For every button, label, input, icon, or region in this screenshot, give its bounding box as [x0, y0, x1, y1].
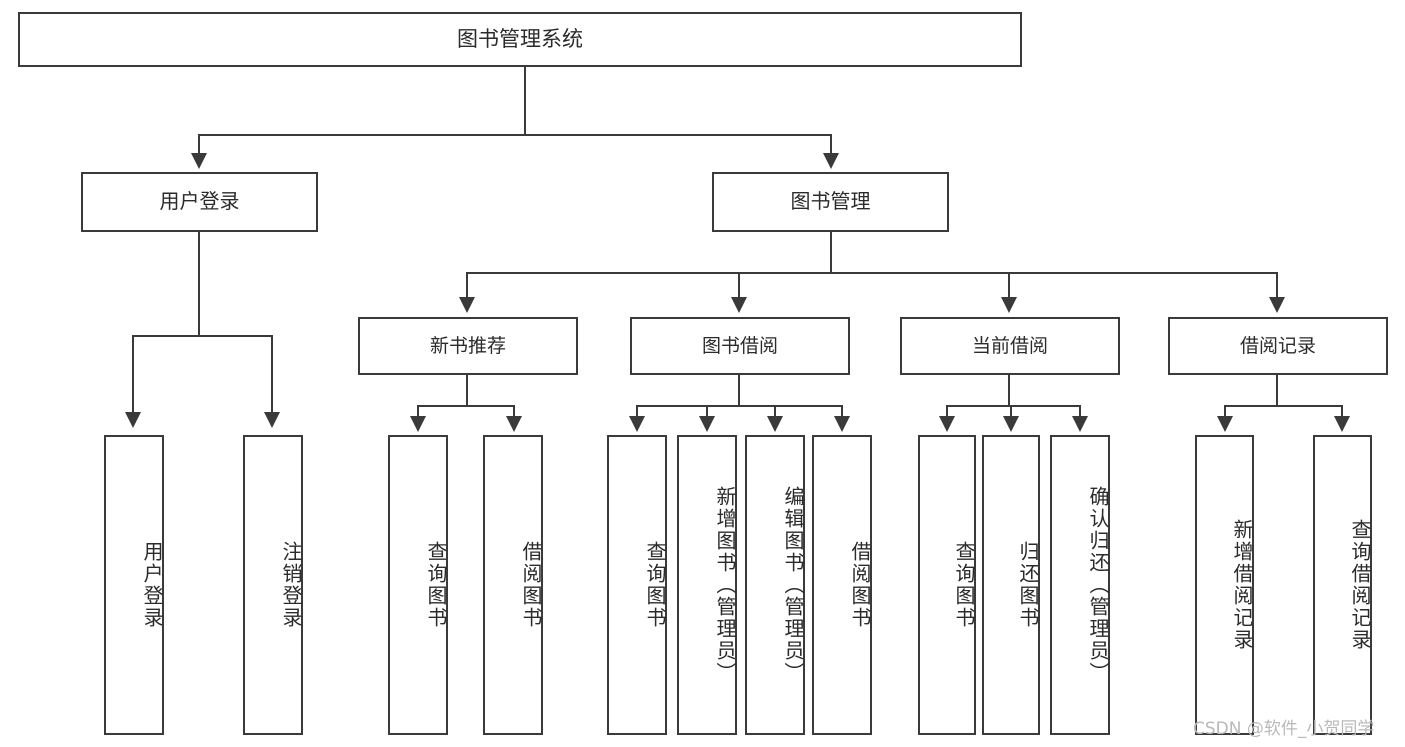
- leaf-book-borrow-4[interactable]: 借阅图书: [812, 435, 872, 735]
- connector-new-to-leaf-2: [513, 405, 515, 419]
- arrowhead-icon: [1334, 416, 1350, 432]
- leaf-user-login-2[interactable]: 注销登录: [243, 435, 303, 735]
- node-label: 图书管理系统: [457, 27, 583, 52]
- connector-record-stem: [1276, 375, 1278, 407]
- connector-record-to-leaf-1: [1224, 405, 1226, 419]
- leaf-current-borrow-2[interactable]: 归还图书: [982, 435, 1040, 735]
- node-label: 图书借阅: [701, 334, 778, 357]
- connector-login-to-leaf-1: [132, 335, 134, 415]
- arrowhead-icon: [1269, 297, 1285, 313]
- leaf-book-borrow-2[interactable]: 新增图书（管理员）: [677, 435, 737, 735]
- connector-bookmgmt-to-borrow: [738, 272, 740, 300]
- arrowhead-icon: [125, 412, 141, 428]
- leaf-current-borrow-1[interactable]: 查询图书: [918, 435, 976, 735]
- node-label: 注销登录: [279, 541, 303, 629]
- connector-root-stem: [524, 67, 526, 135]
- arrowhead-icon: [629, 416, 645, 432]
- connector-root-to-login: [198, 134, 200, 156]
- leaf-book-borrow-3[interactable]: 编辑图书（管理员）: [745, 435, 805, 735]
- node-label: 查询图书: [952, 541, 976, 629]
- connector-record-to-leaf-2: [1341, 405, 1343, 419]
- connector-current-bar: [946, 405, 1080, 407]
- node-book-management[interactable]: 图书管理: [712, 172, 949, 232]
- connector-bookmgmt-bar: [466, 272, 1278, 274]
- node-label: 图书管理: [790, 189, 871, 214]
- connector-bookmgmt-to-current: [1008, 272, 1010, 300]
- node-label: 归还图书: [1016, 541, 1040, 629]
- node-label: 新书推荐: [429, 334, 506, 357]
- node-label: 借阅图书: [848, 541, 872, 629]
- connector-borrow-to-leaf-4: [841, 405, 843, 419]
- connector-borrow-to-leaf-2: [706, 405, 708, 419]
- node-label: 新增借阅记录: [1230, 519, 1254, 651]
- connector-bookmgmt-stem: [830, 232, 832, 274]
- connector-bookmgmt-to-record: [1276, 272, 1278, 300]
- arrowhead-icon: [731, 297, 747, 313]
- connector-borrow-bar: [636, 405, 842, 407]
- connector-new-to-leaf-1: [417, 405, 419, 419]
- arrowhead-icon: [767, 416, 783, 432]
- connector-new-bar: [417, 405, 515, 407]
- node-label: 借阅图书: [519, 541, 543, 629]
- arrowhead-icon: [699, 416, 715, 432]
- connector-bookmgmt-to-new: [466, 272, 468, 300]
- node-label: 查询借阅记录: [1348, 519, 1372, 651]
- arrowhead-icon: [1003, 416, 1019, 432]
- leaf-borrow-record-2[interactable]: 查询借阅记录: [1313, 435, 1372, 735]
- leaf-current-borrow-3[interactable]: 确认归还（管理员）: [1050, 435, 1110, 735]
- arrowhead-icon: [939, 416, 955, 432]
- arrowhead-icon: [264, 412, 280, 428]
- node-book-borrow[interactable]: 图书借阅: [630, 317, 850, 375]
- leaf-new-book-2[interactable]: 借阅图书: [483, 435, 543, 735]
- node-new-book-recommend[interactable]: 新书推荐: [358, 317, 578, 375]
- connector-current-stem: [1008, 375, 1010, 407]
- connector-current-to-leaf-1: [946, 405, 948, 419]
- connector-borrow-to-leaf-3: [774, 405, 776, 419]
- connector-root-to-bookmgmt: [830, 134, 832, 156]
- connector-current-to-leaf-2: [1010, 405, 1012, 419]
- node-root-system[interactable]: 图书管理系统: [18, 12, 1022, 67]
- node-label: 当前借阅: [971, 334, 1048, 357]
- connector-login-bar: [132, 335, 272, 337]
- node-label: 借阅记录: [1239, 334, 1316, 357]
- arrowhead-icon: [823, 153, 839, 169]
- node-label: 新增图书（管理员）: [713, 486, 737, 684]
- connector-login-to-leaf-2: [271, 335, 273, 415]
- connector-root-bar: [198, 134, 832, 136]
- arrowhead-icon: [459, 297, 475, 313]
- arrowhead-icon: [834, 416, 850, 432]
- node-label: 编辑图书（管理员）: [781, 486, 805, 684]
- node-label: 查询图书: [643, 541, 667, 629]
- leaf-user-login-1[interactable]: 用户登录: [104, 435, 164, 735]
- connector-login-stem: [198, 232, 200, 336]
- connector-record-bar: [1224, 405, 1342, 407]
- node-label: 用户登录: [159, 189, 240, 214]
- leaf-borrow-record-1[interactable]: 新增借阅记录: [1195, 435, 1254, 735]
- node-borrow-record[interactable]: 借阅记录: [1168, 317, 1388, 375]
- arrowhead-icon: [1001, 297, 1017, 313]
- arrowhead-icon: [410, 416, 426, 432]
- connector-borrow-stem: [738, 375, 740, 407]
- connector-borrow-to-leaf-1: [636, 405, 638, 419]
- node-label: 用户登录: [140, 541, 164, 629]
- node-label: 查询图书: [424, 541, 448, 629]
- arrowhead-icon: [191, 153, 207, 169]
- csdn-watermark: CSDN @软件_小贺同学: [1193, 719, 1375, 739]
- leaf-new-book-1[interactable]: 查询图书: [388, 435, 448, 735]
- node-current-borrow[interactable]: 当前借阅: [900, 317, 1120, 375]
- leaf-book-borrow-1[interactable]: 查询图书: [607, 435, 667, 735]
- node-label: 确认归还（管理员）: [1086, 486, 1110, 684]
- arrowhead-icon: [506, 416, 522, 432]
- node-user-login[interactable]: 用户登录: [81, 172, 318, 232]
- connector-current-to-leaf-3: [1079, 405, 1081, 419]
- arrowhead-icon: [1217, 416, 1233, 432]
- connector-new-stem: [466, 375, 468, 407]
- arrowhead-icon: [1072, 416, 1088, 432]
